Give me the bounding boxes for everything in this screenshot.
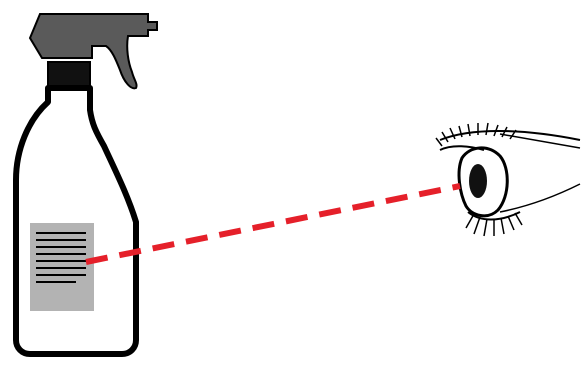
bottle-body <box>13 85 139 357</box>
eye-icon <box>435 122 581 237</box>
lower-lashes <box>465 211 523 237</box>
label-text-lines <box>36 232 86 283</box>
label-lines-icon <box>30 223 94 311</box>
pupil <box>469 164 487 198</box>
eye-lower-edge <box>499 183 581 213</box>
bottle-neck <box>47 61 91 87</box>
sight-line-dashed <box>85 183 461 265</box>
trigger-head <box>28 13 158 90</box>
upper-lashes <box>435 122 517 151</box>
eye-brow-line <box>499 133 581 149</box>
eye-upper-lid <box>439 130 581 141</box>
